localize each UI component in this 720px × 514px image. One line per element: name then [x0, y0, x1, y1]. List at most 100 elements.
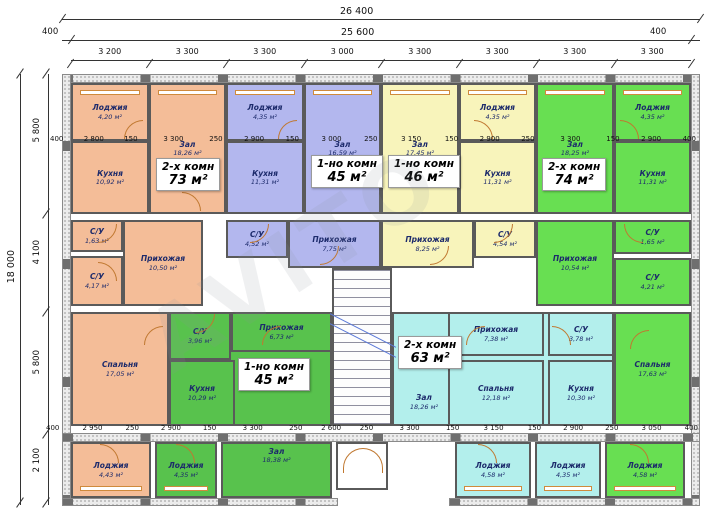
dim-label: 250	[521, 135, 535, 143]
dim-label: 3 150	[483, 424, 504, 432]
dim-label: 3 300	[242, 424, 263, 432]
wall-south	[62, 433, 700, 442]
dim-label: 250	[289, 424, 303, 432]
dim-label: 18 000	[6, 250, 17, 284]
dim-label: 2 900	[479, 135, 500, 143]
dim-label: 150	[445, 424, 460, 432]
dim-label: 400	[650, 27, 667, 37]
dim-label: 2 900	[244, 135, 265, 143]
dim-segment-row-top: 3 200 3 300 3 300 3 000 3 300 3 300 3 30…	[71, 47, 691, 60]
apartment-area-label: 2-х комн 63 м²	[398, 336, 463, 369]
apartment-area-label: 1-но комн 45 м²	[311, 155, 383, 188]
dim-label: 2 800	[83, 135, 104, 143]
dim-line-left-total	[20, 74, 21, 505]
dim-label: 250	[359, 424, 374, 432]
dim-label: 3 000	[304, 47, 382, 60]
dim-label: 5 800	[32, 118, 42, 143]
wall-north	[62, 74, 700, 83]
dim-label: 25 600	[341, 27, 375, 38]
dim-label: 4 100	[32, 240, 42, 265]
dim-label: 150	[124, 135, 138, 143]
dim-label: 3 050	[641, 424, 662, 432]
apartment-area-label: 1-но комн 46 м²	[388, 155, 460, 188]
dim-label: 3 300	[226, 47, 304, 60]
dim-label: 3 000	[321, 135, 342, 143]
dim-line-segments	[71, 60, 691, 61]
dim-label: 400	[682, 135, 696, 143]
dim-label: 3 300	[536, 47, 614, 60]
dim-line-inner	[62, 40, 700, 41]
dim-label: 3 300	[614, 47, 692, 60]
dim-label: 26 400	[340, 6, 374, 17]
dim-label: 5 800	[32, 350, 42, 375]
dim-label: 150	[202, 424, 217, 432]
staircase	[332, 268, 392, 426]
dim-label: 250	[125, 424, 139, 432]
wall-loggia-south-left	[62, 498, 338, 506]
dim-label: 3 300	[149, 47, 227, 60]
dim-label: 3 300	[459, 47, 537, 60]
dim-label: 400	[684, 424, 698, 432]
dim-line-total	[62, 19, 700, 20]
dim-label: 3 200	[71, 47, 149, 60]
dim-label: 3 300	[399, 424, 420, 432]
wall-loggia-south-right	[449, 498, 700, 506]
dim-label: 2 900	[160, 424, 181, 432]
dim-label: 150	[444, 135, 459, 143]
dim-label: 400	[50, 135, 64, 143]
dim-label: 3 300	[381, 47, 459, 60]
dim-label: 2 950	[82, 424, 103, 432]
dim-label: 250	[209, 135, 223, 143]
dim-label: 150	[527, 424, 542, 432]
apartment-area-label: 2-х комн 73 м²	[156, 158, 221, 191]
dim-label: 3 300	[163, 135, 184, 143]
apartment-area-label: 1-но комн 45 м²	[238, 358, 310, 391]
dim-label: 2 100	[32, 448, 42, 473]
dim-label: 400	[42, 27, 59, 37]
dim-label: 2 900	[641, 135, 662, 143]
dim-label: 2 900	[563, 424, 584, 432]
dim-line-left-chain	[48, 74, 49, 505]
dim-label: 400	[46, 424, 60, 432]
apartment-area-label: 2-х комн 74 м²	[542, 158, 607, 191]
dim-label: 150	[606, 135, 620, 143]
dim-label: 150	[285, 135, 299, 143]
dim-label: 3 150	[401, 135, 422, 143]
dim-label: 3 300	[560, 135, 581, 143]
